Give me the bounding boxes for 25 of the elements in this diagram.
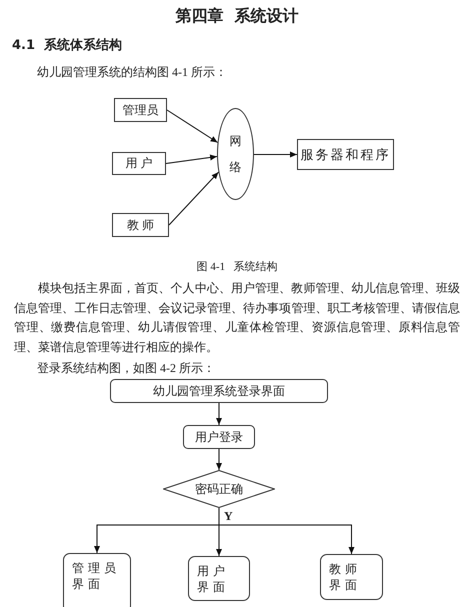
arrow [166, 154, 218, 164]
page-title: 第四章 系统设计 [174, 6, 300, 27]
arrow [254, 152, 298, 158]
network-ellipse: 网络 [217, 108, 254, 200]
process-box: 用 户 [112, 152, 166, 175]
interface-box: 教师界面 [320, 554, 383, 600]
section-heading: 4.1 系统体系结构 [12, 36, 122, 54]
arrow [166, 110, 218, 143]
interface-box: 用户界面 [188, 556, 250, 601]
decision-diamond: 密码正确 [163, 470, 275, 508]
figure-caption: 图 4-1 系统结构 [196, 260, 278, 274]
arrow [216, 448, 222, 470]
process-box: 教 师 [112, 213, 169, 237]
interface-box: 管理员界面 [63, 553, 131, 607]
process-box: 管理员 [114, 98, 167, 122]
process-box: 用户登录 [183, 425, 255, 449]
process-box: 幼儿园管理系统登录界面 [110, 379, 328, 403]
edge-label: Y [224, 510, 233, 523]
arrow [216, 402, 222, 426]
arrow [168, 172, 219, 226]
paragraph-text: 登录系统结构图，如图 4-2 所示： [37, 360, 215, 377]
paragraph-text: 模块包括主界面，首页、个人中心、用户管理、教师管理、幼儿信息管理、班级信息管理、工作日志管理、会议记录管理、待办事项管理、职工考核管理、请假信息管理、缴费信息管理、幼儿请假管理、儿童体检管理、资源信息管理、原料信息管理、菜谱信息管理等进行相应的操作。 [14, 280, 460, 356]
paragraph-text: 幼儿园管理系统的结构图 4-1 所示： [37, 64, 227, 81]
arrow [218, 508, 354, 554]
process-box: 服务器和程序 [297, 139, 394, 170]
